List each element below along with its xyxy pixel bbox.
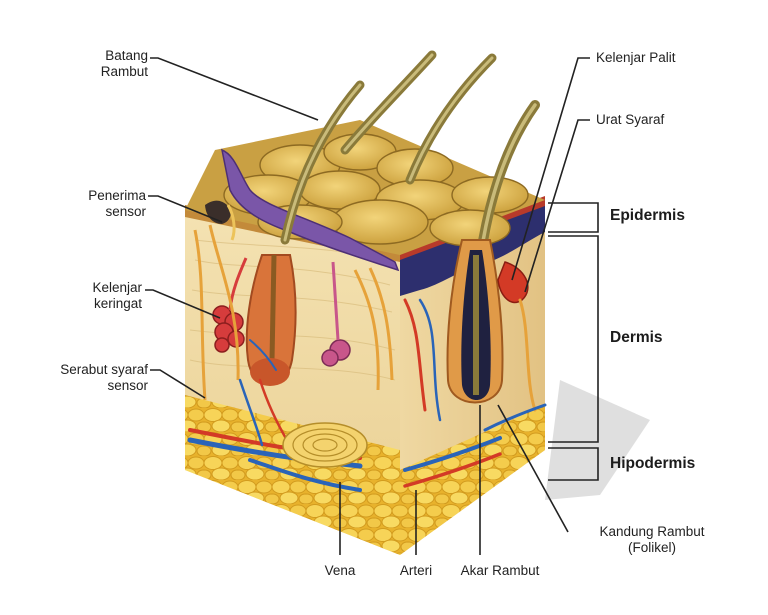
label-kandung-rambut-line2: (Folikel) [627, 540, 676, 555]
label-kelenjar-keringat: Kelenjar keringat [50, 280, 142, 312]
label-dermis: Dermis [610, 329, 663, 346]
label-serabut-syaraf-line2: sensor [107, 378, 148, 393]
leader-batang-rambut [150, 57, 319, 121]
label-kelenjar-keringat-line2: keringat [93, 296, 142, 311]
sweat-gland [212, 257, 248, 353]
label-penerima-sensor-line1: Penerima [88, 188, 146, 203]
layer-brackets [548, 202, 599, 481]
label-penerima-sensor-line2: sensor [105, 204, 146, 219]
label-kandung-rambut: Kandung Rambut (Folikel) [574, 524, 730, 556]
dermal-papilla-layer [220, 148, 400, 272]
leader-penerima-sensor [148, 195, 223, 223]
side-blood-vessels [403, 298, 547, 488]
sebaceous-gland [497, 261, 529, 304]
bracket-dermis [548, 235, 599, 443]
label-serabut-syaraf-line1: Serabut syaraf [60, 362, 148, 377]
hair-shafts [280, 50, 540, 265]
label-serabut-syaraf-sensor: Serabut syaraf sensor [22, 362, 148, 394]
label-kelenjar-keringat-line1: Kelenjar [92, 280, 142, 295]
sebaceous-gland-small [321, 261, 351, 367]
leader-serabut-syaraf [150, 369, 206, 399]
pacinian-corpuscle [282, 422, 368, 468]
bracket-epidermis [548, 202, 599, 233]
label-kelenjar-palit: Kelenjar Palit [596, 50, 676, 65]
label-batang-rambut-line2: Rambut [100, 64, 148, 79]
label-batang-rambut: Batang Rambut [60, 48, 148, 80]
leader-kelenjar-keringat [145, 289, 221, 319]
sensory-nerve-fibers [193, 224, 394, 401]
label-vena: Vena [324, 563, 356, 578]
side-face-hypodermis-fat [400, 405, 545, 555]
leader-urat-syaraf [524, 119, 590, 293]
label-penerima-sensor: Penerima sensor [50, 188, 146, 220]
label-urat-syaraf: Urat Syaraf [596, 112, 665, 127]
label-akar-rambut: Akar Rambut [460, 563, 540, 578]
label-arteri: Arteri [399, 563, 433, 578]
label-hipodermis: Hipodermis [610, 455, 696, 472]
label-batang-rambut-line1: Batang [105, 48, 148, 63]
leader-kandung-rambut [497, 404, 569, 533]
label-kandung-rambut-line1: Kandung Rambut [599, 524, 705, 539]
label-epidermis: Epidermis [610, 207, 685, 224]
bracket-hipodermis [548, 447, 599, 481]
leader-lines [145, 57, 590, 555]
leader-kelenjar-palit [511, 57, 590, 281]
